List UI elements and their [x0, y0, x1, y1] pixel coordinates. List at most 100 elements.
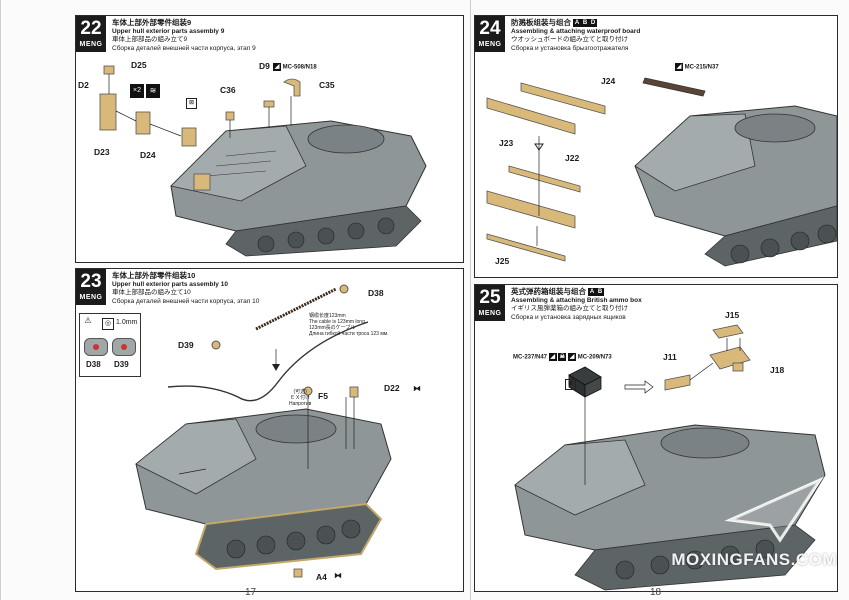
step-number-badge: 25 MENG [475, 285, 505, 321]
cable-note-zh: 钢缆长度123mm [309, 313, 346, 319]
part-label: D22 [384, 383, 400, 393]
drill-label: D39 [114, 360, 129, 369]
step-22-panel: 22 MENG 车体上部外部零件组装9 Upper hull exterior … [75, 15, 464, 263]
paint-icon: ◢ [548, 353, 557, 361]
warning-icon: ⚠ [84, 316, 92, 325]
step-title-ru: Сборка деталей внешней части корпуса, эт… [112, 297, 260, 305]
part-label: A4 [316, 572, 327, 582]
cable-length-note: 钢缆长度123mm The cable is 123mm long. 123mm… [309, 313, 389, 337]
part-label: J22 [565, 153, 580, 163]
step-number: 25 [479, 287, 501, 308]
sprue-letter: B [596, 288, 605, 297]
optional-part-icon: ⧓ [334, 571, 342, 580]
drill-icon: ◎ [102, 318, 114, 330]
drill-label: D38 [86, 360, 101, 369]
part-d38-shape [84, 338, 108, 356]
part-label: C36 [220, 85, 236, 95]
paint-reference: MC-237/N47 ◢ ☠ ◢ MC-209/N73 [513, 353, 612, 361]
step-title-ru: Сборка и установка брызгоотражателя [511, 44, 629, 52]
glue-icon: ≋ [146, 84, 160, 98]
step-number: 22 [80, 18, 102, 39]
part-label: J23 [499, 138, 514, 148]
step-title-ja: 車体上部部品の組み立て10 [112, 289, 191, 296]
sprue-letter: D [589, 19, 598, 28]
part-label: C35 [319, 80, 335, 90]
cut-icon: ⊠ [565, 379, 576, 390]
step-title-ja: 車体上部部品の組み立て9 [112, 36, 188, 43]
step-title-block: 车体上部外部零件组装9 Upper hull exterior parts as… [112, 18, 256, 53]
optional-note-zh: (可选) [293, 389, 307, 395]
part-label: D23 [94, 147, 110, 157]
page-edge [0, 0, 1, 600]
brand-logo: MENG [478, 41, 502, 48]
paint-code-right: MC-209/N73 [577, 354, 612, 361]
drill-size: 1.0mm [116, 319, 138, 326]
step-title-zh: 车体上部外部零件组装10 [112, 271, 196, 280]
part-label: J15 [725, 310, 740, 320]
step-title-en: Assembling & attaching waterproof board [511, 27, 641, 35]
part-label: J25 [495, 256, 510, 266]
quantity-badge: ×2 [130, 84, 144, 98]
step-22-illustration [99, 65, 427, 257]
step-24-illustration [486, 77, 837, 267]
part-label: F5 [318, 391, 328, 401]
cable-note-ru: Длина гибкой части троса 123 мм. [309, 331, 389, 337]
step-25-illustration [514, 324, 826, 591]
part-label: D25 [131, 60, 147, 70]
paint-code-left: MC-237/N47 [513, 354, 548, 361]
part-label: J18 [770, 365, 785, 375]
part-label: D24 [140, 150, 156, 160]
step-title-ru: Сборка деталей внешней части корпуса, эт… [112, 44, 256, 52]
step-23-panel: 23 MENG 车体上部外部零件组装10 Upper hull exterior… [75, 268, 464, 592]
step-number: 24 [479, 18, 501, 39]
optional-part-icon: ⧓ [413, 384, 421, 393]
step-title-zh-text: 英式弹药箱组装与组合 [511, 287, 586, 296]
optional-note-ja: ＥＸ付け [290, 395, 311, 401]
left-page: 22 MENG 车体上部外部零件组装9 Upper hull exterior … [0, 0, 464, 600]
step-title-zh: 车体上部外部零件组装9 [112, 18, 192, 27]
step-title-ja: ウオッシュボードの組み立てと取り付け [511, 36, 628, 43]
paint-code: MC-215/N37 [684, 64, 719, 71]
part-d39-shape [112, 338, 136, 356]
cable-note-ja: 123mm長のケーブル [309, 325, 356, 331]
part-label: D2 [78, 80, 89, 90]
watermark-logo [724, 476, 825, 543]
paint-reference: ◢ MC-508/N18 [273, 63, 317, 71]
drill-hole-diagram: ⚠ ◎ 1.0mm D38 D39 [79, 313, 141, 377]
sprue-letter: A [588, 288, 597, 297]
page-edge [470, 0, 471, 600]
paint-icon: ☠ [558, 353, 567, 361]
paint-reference: ◢ MC-215/N37 [675, 63, 719, 71]
brand-logo: MENG [79, 294, 103, 301]
part-label: D39 [178, 340, 194, 350]
optional-note-ru: Напротив [289, 401, 312, 407]
part-label: D38 [368, 288, 384, 298]
step-title-zh-text: 防溅板组装与组合 [511, 18, 571, 27]
step-title-ja: イギリス風弾薬箱の組み立てと取り付け [511, 305, 628, 312]
paint-code: MC-508/N18 [282, 64, 317, 71]
step-title-en: Upper hull exterior parts assembly 9 [112, 27, 225, 35]
cut-icon: ⊠ [186, 98, 197, 109]
step-number: 23 [80, 271, 102, 292]
sprue-letter: A [573, 19, 582, 28]
cable-note-en: The cable is 123mm long. [309, 319, 367, 325]
page-number-left: 17 [245, 587, 257, 598]
step-number-badge: 22 MENG [76, 16, 106, 52]
optional-note: (可选) ＥＸ付け Напротив [289, 389, 311, 407]
step-title-en: Assembling & attaching British ammo box [511, 296, 642, 304]
step-number-badge: 23 MENG [76, 269, 106, 305]
paint-icon: ◢ [273, 63, 281, 71]
step-number-badge: 24 MENG [475, 16, 505, 52]
watermark-text: MOXINGFANS.COM [671, 550, 837, 569]
step-title-ru: Сборка и установка зарядных ящиков [511, 313, 626, 321]
part-label: J11 [663, 352, 677, 362]
brand-logo: MENG [79, 41, 103, 48]
step-23-illustration [135, 284, 392, 578]
